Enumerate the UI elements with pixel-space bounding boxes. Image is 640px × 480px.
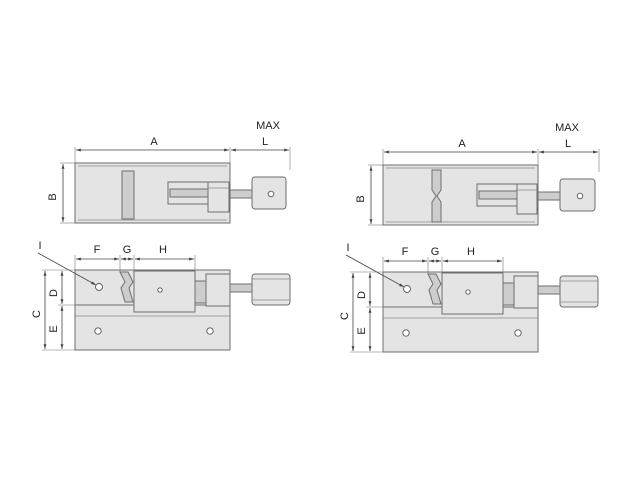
lead-screw <box>229 189 253 199</box>
label-a: A <box>150 136 158 148</box>
label-a: A <box>458 138 466 150</box>
left-top-view <box>60 147 291 224</box>
right-vise: A MAX L B F G H I C D E <box>339 122 600 353</box>
mounting-hole <box>403 285 411 293</box>
lead-screw <box>537 191 561 201</box>
right-front-view <box>345 254 599 353</box>
label-h: H <box>467 246 475 258</box>
label-c: C <box>31 310 43 318</box>
label-l: L <box>262 136 268 148</box>
left-vise: A MAX L B F G H I C D E <box>31 120 291 351</box>
label-c: C <box>339 312 351 320</box>
movable-jaw-front <box>441 272 504 315</box>
label-b: B <box>355 195 367 202</box>
screw-handle-front <box>251 273 291 306</box>
label-d: D <box>48 289 60 297</box>
label-max: MAX <box>555 122 580 134</box>
label-f: F <box>402 246 409 258</box>
label-h: H <box>159 244 167 256</box>
fixed-jaw <box>121 170 135 220</box>
screw-handle-front <box>559 275 599 308</box>
label-e: E <box>48 325 60 332</box>
label-max: MAX <box>256 120 281 132</box>
label-i: I <box>38 240 41 252</box>
label-g: G <box>123 244 132 256</box>
label-l: L <box>565 138 571 150</box>
label-g: G <box>431 246 440 258</box>
fixed-jaw-vgroove <box>431 169 442 223</box>
movable-jaw <box>207 181 230 213</box>
mounting-hole <box>95 283 103 291</box>
label-d: D <box>356 291 368 299</box>
left-front-view <box>37 252 291 351</box>
movable-jaw-front <box>133 270 196 313</box>
label-e: E <box>356 327 368 334</box>
label-i: I <box>346 242 349 254</box>
leader-i <box>37 252 97 286</box>
label-f: F <box>94 244 101 256</box>
leader-i <box>345 254 405 288</box>
v-groove <box>119 271 134 303</box>
v-groove <box>427 273 442 305</box>
right-top-view <box>368 149 600 226</box>
label-b: B <box>47 193 59 200</box>
movable-jaw <box>516 183 538 215</box>
